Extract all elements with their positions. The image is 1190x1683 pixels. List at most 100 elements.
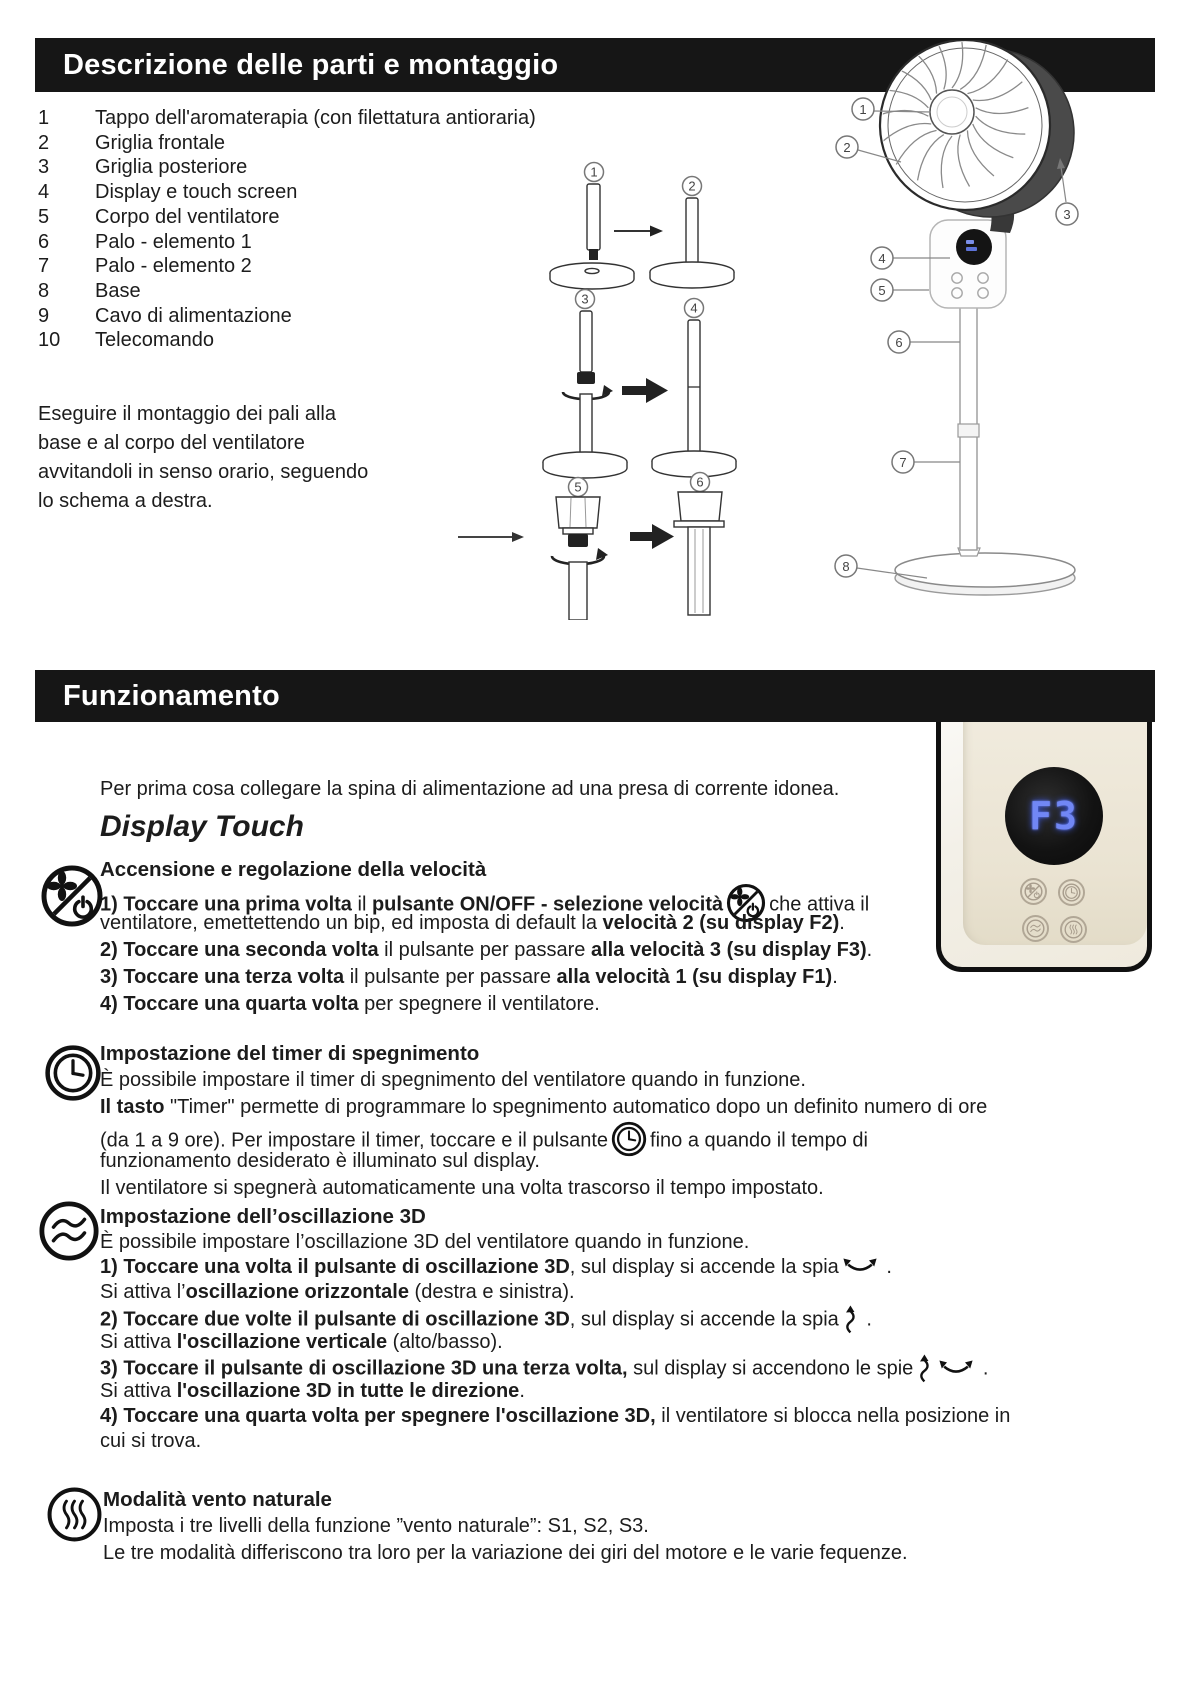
instruction-line: Il tasto "Timer" permette di programmare… (100, 1094, 1165, 1121)
natural-wind-icon (46, 1486, 103, 1543)
touch-button-natural-wind (1060, 916, 1087, 943)
assembly-diagram: 1 2 3 4 5 6 (458, 161, 737, 620)
section-natural-wind: Modalità vento naturale Imposta i tre li… (103, 1486, 1168, 1567)
oscillation-3d-icon (1026, 919, 1045, 938)
text-segment: alla velocità 3 (su display F3) (590, 939, 867, 961)
text-segment: Si attiva (100, 1330, 177, 1353)
text-segment: l'oscillazione 3D in tutte le direzione (176, 1380, 520, 1403)
text-segment: alla velocità 1 (su display F1) (556, 966, 833, 988)
text-segment: Il ventilatore si spegnerà automaticamen… (100, 1177, 824, 1199)
text-segment: (alto/basso). (387, 1330, 503, 1353)
part-label: Griglia posteriore (95, 156, 248, 179)
instruction-line: Le tre modalità differiscono tra loro pe… (103, 1540, 1168, 1567)
touch-button-fan-power (1020, 878, 1047, 905)
oscillation-3d-icon (38, 1200, 100, 1262)
text-segment: pulsante ON/OFF - selezione velocità (371, 893, 724, 916)
horizontal-oscillation-icon (938, 1359, 974, 1378)
svg-text:4: 4 (690, 301, 697, 316)
part-label: Palo - elemento 2 (95, 255, 252, 278)
text-segment: "Timer" permette di programmare lo spegn… (164, 1096, 988, 1118)
instruction-line: 2) Toccare una seconda volta il pulsante… (100, 937, 1165, 964)
display-photo: F3 (936, 696, 1152, 972)
fan-illustration: 1 2 3 4 5 6 7 8 (834, 40, 1079, 596)
text-segment: 3) Toccare una terza volta (100, 966, 345, 988)
assembly-note-line: Eseguire il montaggio dei pali alla (38, 403, 336, 425)
instruction-line: Si attiva l'oscillazione verticale (alto… (100, 1330, 1165, 1355)
instruction-line: 3) Toccare il pulsante di oscillazione 3… (100, 1354, 1165, 1379)
instruction-line: Imposta i tre livelli della funzione ”ve… (103, 1513, 1168, 1540)
section-heading: Modalità vento naturale (103, 1488, 332, 1511)
svg-text:3: 3 (581, 292, 588, 307)
text-segment: Il tasto (100, 1096, 165, 1118)
section-speed: Accensione e regolazione della velocità … (100, 856, 1165, 1018)
svg-text:6: 6 (895, 335, 902, 350)
instruction-line: 1) Toccare una volta il pulsante di osci… (100, 1255, 1165, 1280)
part-label: Display e touch screen (95, 181, 298, 204)
text-segment: . (880, 1255, 892, 1278)
intro-text: Per prima cosa collegare la spina di ali… (100, 778, 840, 800)
touch-button-oscillation (1022, 915, 1049, 942)
part-number: 6 (38, 230, 50, 253)
text-segment: cui si trova. (100, 1430, 202, 1453)
instruction-line: Si attiva l'oscillazione 3D in tutte le … (100, 1379, 1165, 1404)
instruction-line: Si attiva l’oscillazione orizzontale (de… (100, 1280, 1165, 1305)
instruction-line: Il ventilatore si spegnerà automaticamen… (100, 1175, 1165, 1202)
part-label: Corpo del ventilatore (95, 205, 280, 228)
instruction-line: 2) Toccare due volte il pulsante di osci… (100, 1305, 1165, 1330)
text-segment: . (519, 1380, 525, 1403)
text-segment: per spegnere il ventilatore. (358, 993, 600, 1015)
text-segment: 3) Toccare il pulsante di oscillazione 3… (100, 1357, 628, 1380)
text-segment: che attiva il (769, 893, 870, 916)
part-label: Cavo di alimentazione (95, 304, 292, 327)
text-segment: l'oscillazione verticale (176, 1330, 388, 1353)
svg-text:1: 1 (859, 102, 866, 117)
text-segment: Imposta i tre livelli della funzione ”ve… (103, 1515, 649, 1537)
svg-text:5: 5 (878, 283, 885, 298)
section-heading: Impostazione dell’oscillazione 3D (100, 1205, 426, 1228)
part-label: Telecomando (95, 329, 214, 352)
text-segment: . (977, 1357, 989, 1380)
part-number: 4 (38, 181, 50, 204)
part-label: Tappo dell'aromaterapia (con filettatura… (95, 107, 536, 129)
section-timer: Impostazione del timer di spegnimento È … (100, 1040, 1165, 1202)
text-segment: il pulsante per passare (378, 939, 591, 961)
text-segment: funzionamento desiderato è illuminato su… (100, 1150, 540, 1172)
instruction-line: funzionamento desiderato è illuminato su… (100, 1148, 1165, 1175)
part-row: 4 Display e touch screen (38, 180, 536, 205)
svg-text:8: 8 (842, 559, 849, 574)
text-segment: il (351, 893, 372, 916)
text-segment: . (839, 912, 845, 934)
instruction-line: ventilatore, emettettendo un bip, ed imp… (100, 910, 1165, 937)
part-number: 3 (38, 156, 50, 179)
fan-power-icon (1024, 882, 1043, 901)
assembly-note-line: lo schema a destra. (38, 490, 213, 512)
svg-text:7: 7 (899, 455, 906, 470)
text-segment: 2) Toccare due volte il pulsante di osci… (100, 1307, 570, 1330)
text-segment: , sul display si accende la spia (569, 1307, 839, 1330)
instruction-line: 3) Toccare una terza volta il pulsante p… (100, 964, 1165, 991)
part-row: 3 Griglia posteriore (38, 155, 536, 180)
text-segment: oscillazione orizzontale (185, 1280, 409, 1303)
instruction-line: (da 1 a 9 ore). Per impostare il timer, … (100, 1121, 1165, 1148)
instruction-line: È possibile impostare l’oscillazione 3D … (100, 1230, 1165, 1255)
timer-icon (1062, 883, 1081, 902)
text-segment: , sul display si accende la spia (569, 1255, 839, 1278)
text-segment: . (866, 939, 873, 961)
section-oscillation: Impostazione dell’oscillazione 3D È poss… (100, 1203, 1165, 1454)
text-segment: . (860, 1307, 872, 1330)
instruction-line: cui si trova. (100, 1429, 1165, 1454)
part-label: Griglia frontale (95, 131, 226, 154)
vertical-oscillation-icon (842, 1305, 858, 1335)
timer-icon (44, 1044, 102, 1102)
text-segment: fino a quando il tempo di (650, 1129, 868, 1152)
part-number: 9 (38, 304, 50, 327)
text-segment: . (832, 966, 838, 988)
text-segment: (destra e sinistra). (408, 1280, 575, 1303)
horizontal-oscillation-icon (842, 1257, 878, 1276)
